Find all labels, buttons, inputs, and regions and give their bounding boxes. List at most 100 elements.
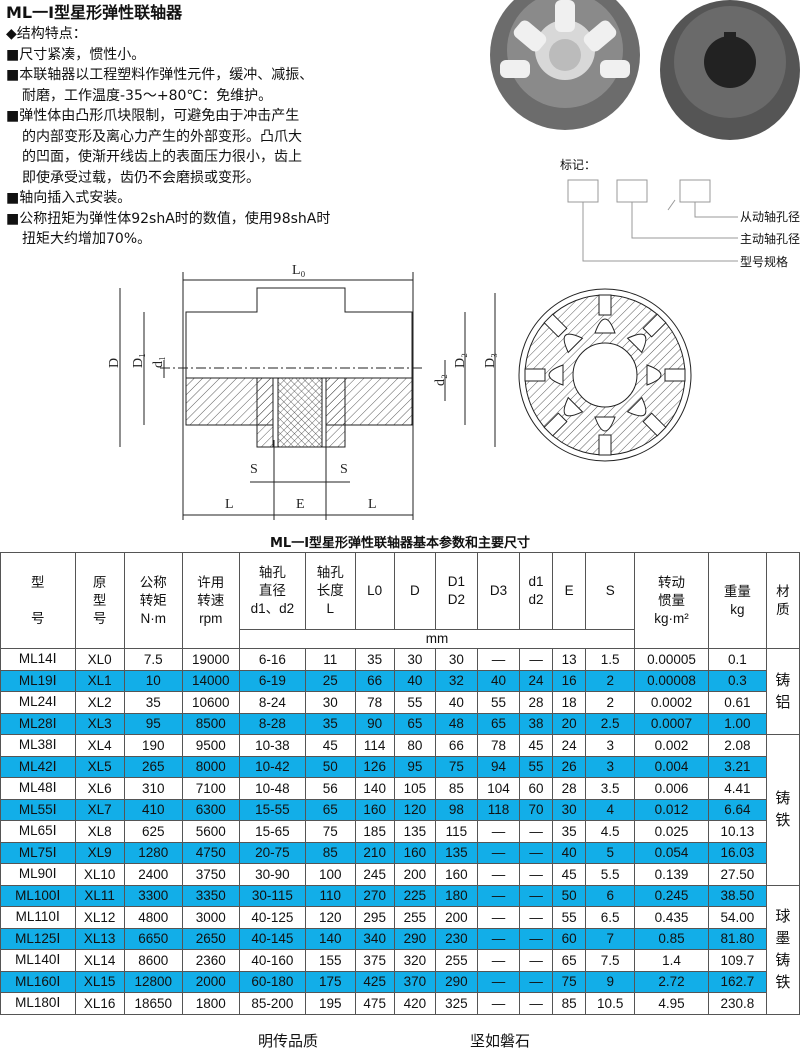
table-cell: 32 <box>434 669 478 692</box>
table-cell-text: 13 <box>561 651 577 667</box>
table-cell: ML75Ⅰ <box>0 841 76 864</box>
table-cell: 175 <box>304 970 356 993</box>
table-cell: 110 <box>304 884 356 907</box>
table-cell: 3 <box>585 755 636 778</box>
dim-L-right: L <box>368 497 377 512</box>
table-cell: 30 <box>393 648 436 671</box>
table-cell: 2650 <box>181 927 240 950</box>
marking-diagram <box>567 179 738 262</box>
table-cell: 310 <box>123 777 183 800</box>
table-cell-text: 0.1 <box>727 651 747 667</box>
table-cell-text: 120 <box>403 802 427 818</box>
table-cell: 200 <box>434 906 478 929</box>
table-cell: 4750 <box>181 841 240 864</box>
table-cell-text: 3000 <box>195 909 226 925</box>
table-cell: XL4 <box>74 734 125 757</box>
table-cell-text: 24 <box>528 673 544 689</box>
table-cell-text: 7.5 <box>600 952 620 968</box>
table-cell-text: 0.435 <box>654 909 689 925</box>
product-title: ML一Ⅰ型星形弹性联轴器 <box>6 3 183 22</box>
table-cell-text: 25 <box>322 673 338 689</box>
table-cell: 1.4 <box>634 949 709 972</box>
table-cell-text: 210 <box>363 845 386 861</box>
table-cell: XL8 <box>74 820 125 843</box>
table-cell-text: ML48Ⅰ <box>18 780 57 796</box>
table-cell: 24 <box>552 734 587 757</box>
table-cell-text: 100 <box>318 866 342 882</box>
table-cell: XL16 <box>74 992 125 1015</box>
table-cell: 10-38 <box>238 734 306 757</box>
dim-D: D <box>107 358 122 368</box>
table-cell-text: 12800 <box>134 974 172 990</box>
table-cell: XL9 <box>74 841 125 864</box>
table-cell: 4.5 <box>585 820 636 843</box>
table-cell: 18 <box>552 691 587 714</box>
table-cell: XL12 <box>74 906 125 929</box>
table-cell: XL15 <box>74 970 125 993</box>
column-header-text: D3 <box>489 583 508 598</box>
table-cell: 1800 <box>181 992 240 1015</box>
table-cell: 2.72 <box>634 970 709 993</box>
table-cell-text: 11 <box>323 651 338 667</box>
table-cell-text: XL6 <box>87 780 112 796</box>
table-cell-text: 185 <box>363 823 386 839</box>
table-cell: 35 <box>304 712 356 735</box>
table-cell: 56 <box>304 777 356 800</box>
table-cell-text: 94 <box>490 759 506 775</box>
table-cell-text: 19000 <box>191 651 230 667</box>
table-cell-text: 162.7 <box>720 974 755 990</box>
table-cell-text: XL16 <box>83 995 116 1011</box>
table-cell-text: 230 <box>445 931 468 947</box>
column-header: D1 D2 <box>434 552 478 630</box>
table-cell: XL14 <box>74 949 125 972</box>
table-cell: 6.5 <box>585 906 636 929</box>
table-cell: 85 <box>304 841 356 864</box>
table-cell: 2400 <box>123 863 183 886</box>
table-cell: 10600 <box>181 691 240 714</box>
table-cell-text: 3300 <box>138 888 169 904</box>
table-cell: 60 <box>518 777 554 800</box>
table-cell-text: 50 <box>561 888 577 904</box>
table-cell-text: 27.50 <box>720 866 755 882</box>
table-cell: XL1 <box>74 669 125 692</box>
table-cell-text: 310 <box>141 780 165 796</box>
table-cell-text: XL2 <box>87 694 112 710</box>
table-cell: 50 <box>552 884 587 907</box>
table-cell-text: 420 <box>403 995 427 1011</box>
table-cell-text: — <box>529 931 543 947</box>
column-header: 型 号 <box>0 552 76 649</box>
table-cell: ML38Ⅰ <box>0 734 76 757</box>
table-cell-text: 66 <box>367 673 383 689</box>
table-cell-text: 1.4 <box>662 952 681 968</box>
table-cell: 55 <box>552 906 587 929</box>
column-header: 轴孔 长度 L <box>304 552 356 630</box>
table-cell: 65 <box>552 949 587 972</box>
column-header-text: S <box>605 583 615 598</box>
column-header-text: 轴孔 直径 d1、d2 <box>250 565 295 616</box>
features-heading: ◆结构特点： <box>6 26 87 42</box>
table-cell: ML14Ⅰ <box>0 648 76 671</box>
column-header: E <box>552 552 587 630</box>
table-cell-text: 30 <box>322 694 338 710</box>
unit-header-text: mm <box>425 631 449 646</box>
table-cell: 30-90 <box>238 863 306 886</box>
table-cell-text: 10.5 <box>597 995 624 1011</box>
table-cell-text: 65 <box>322 802 338 818</box>
column-header: 原 型 号 <box>74 552 125 649</box>
table-cell: 0.00008 <box>634 669 709 692</box>
table-cell-text: 5.5 <box>600 866 620 882</box>
table-cell-text: 118 <box>487 802 510 818</box>
table-cell-text: — <box>491 931 506 947</box>
table-cell: 3 <box>585 734 636 757</box>
table-cell: 475 <box>354 992 395 1015</box>
table-cell: 140 <box>354 777 395 800</box>
table-cell-text: 2.08 <box>724 737 751 753</box>
table-cell-text: 14000 <box>191 673 230 689</box>
table-cell-text: 20-75 <box>255 845 290 861</box>
table-cell: XL10 <box>74 863 125 886</box>
table-cell: 2360 <box>181 949 240 972</box>
table-cell-text: 24 <box>561 737 577 753</box>
table-cell-text: ML55Ⅰ <box>18 801 57 817</box>
table-cell: 75 <box>304 820 356 843</box>
